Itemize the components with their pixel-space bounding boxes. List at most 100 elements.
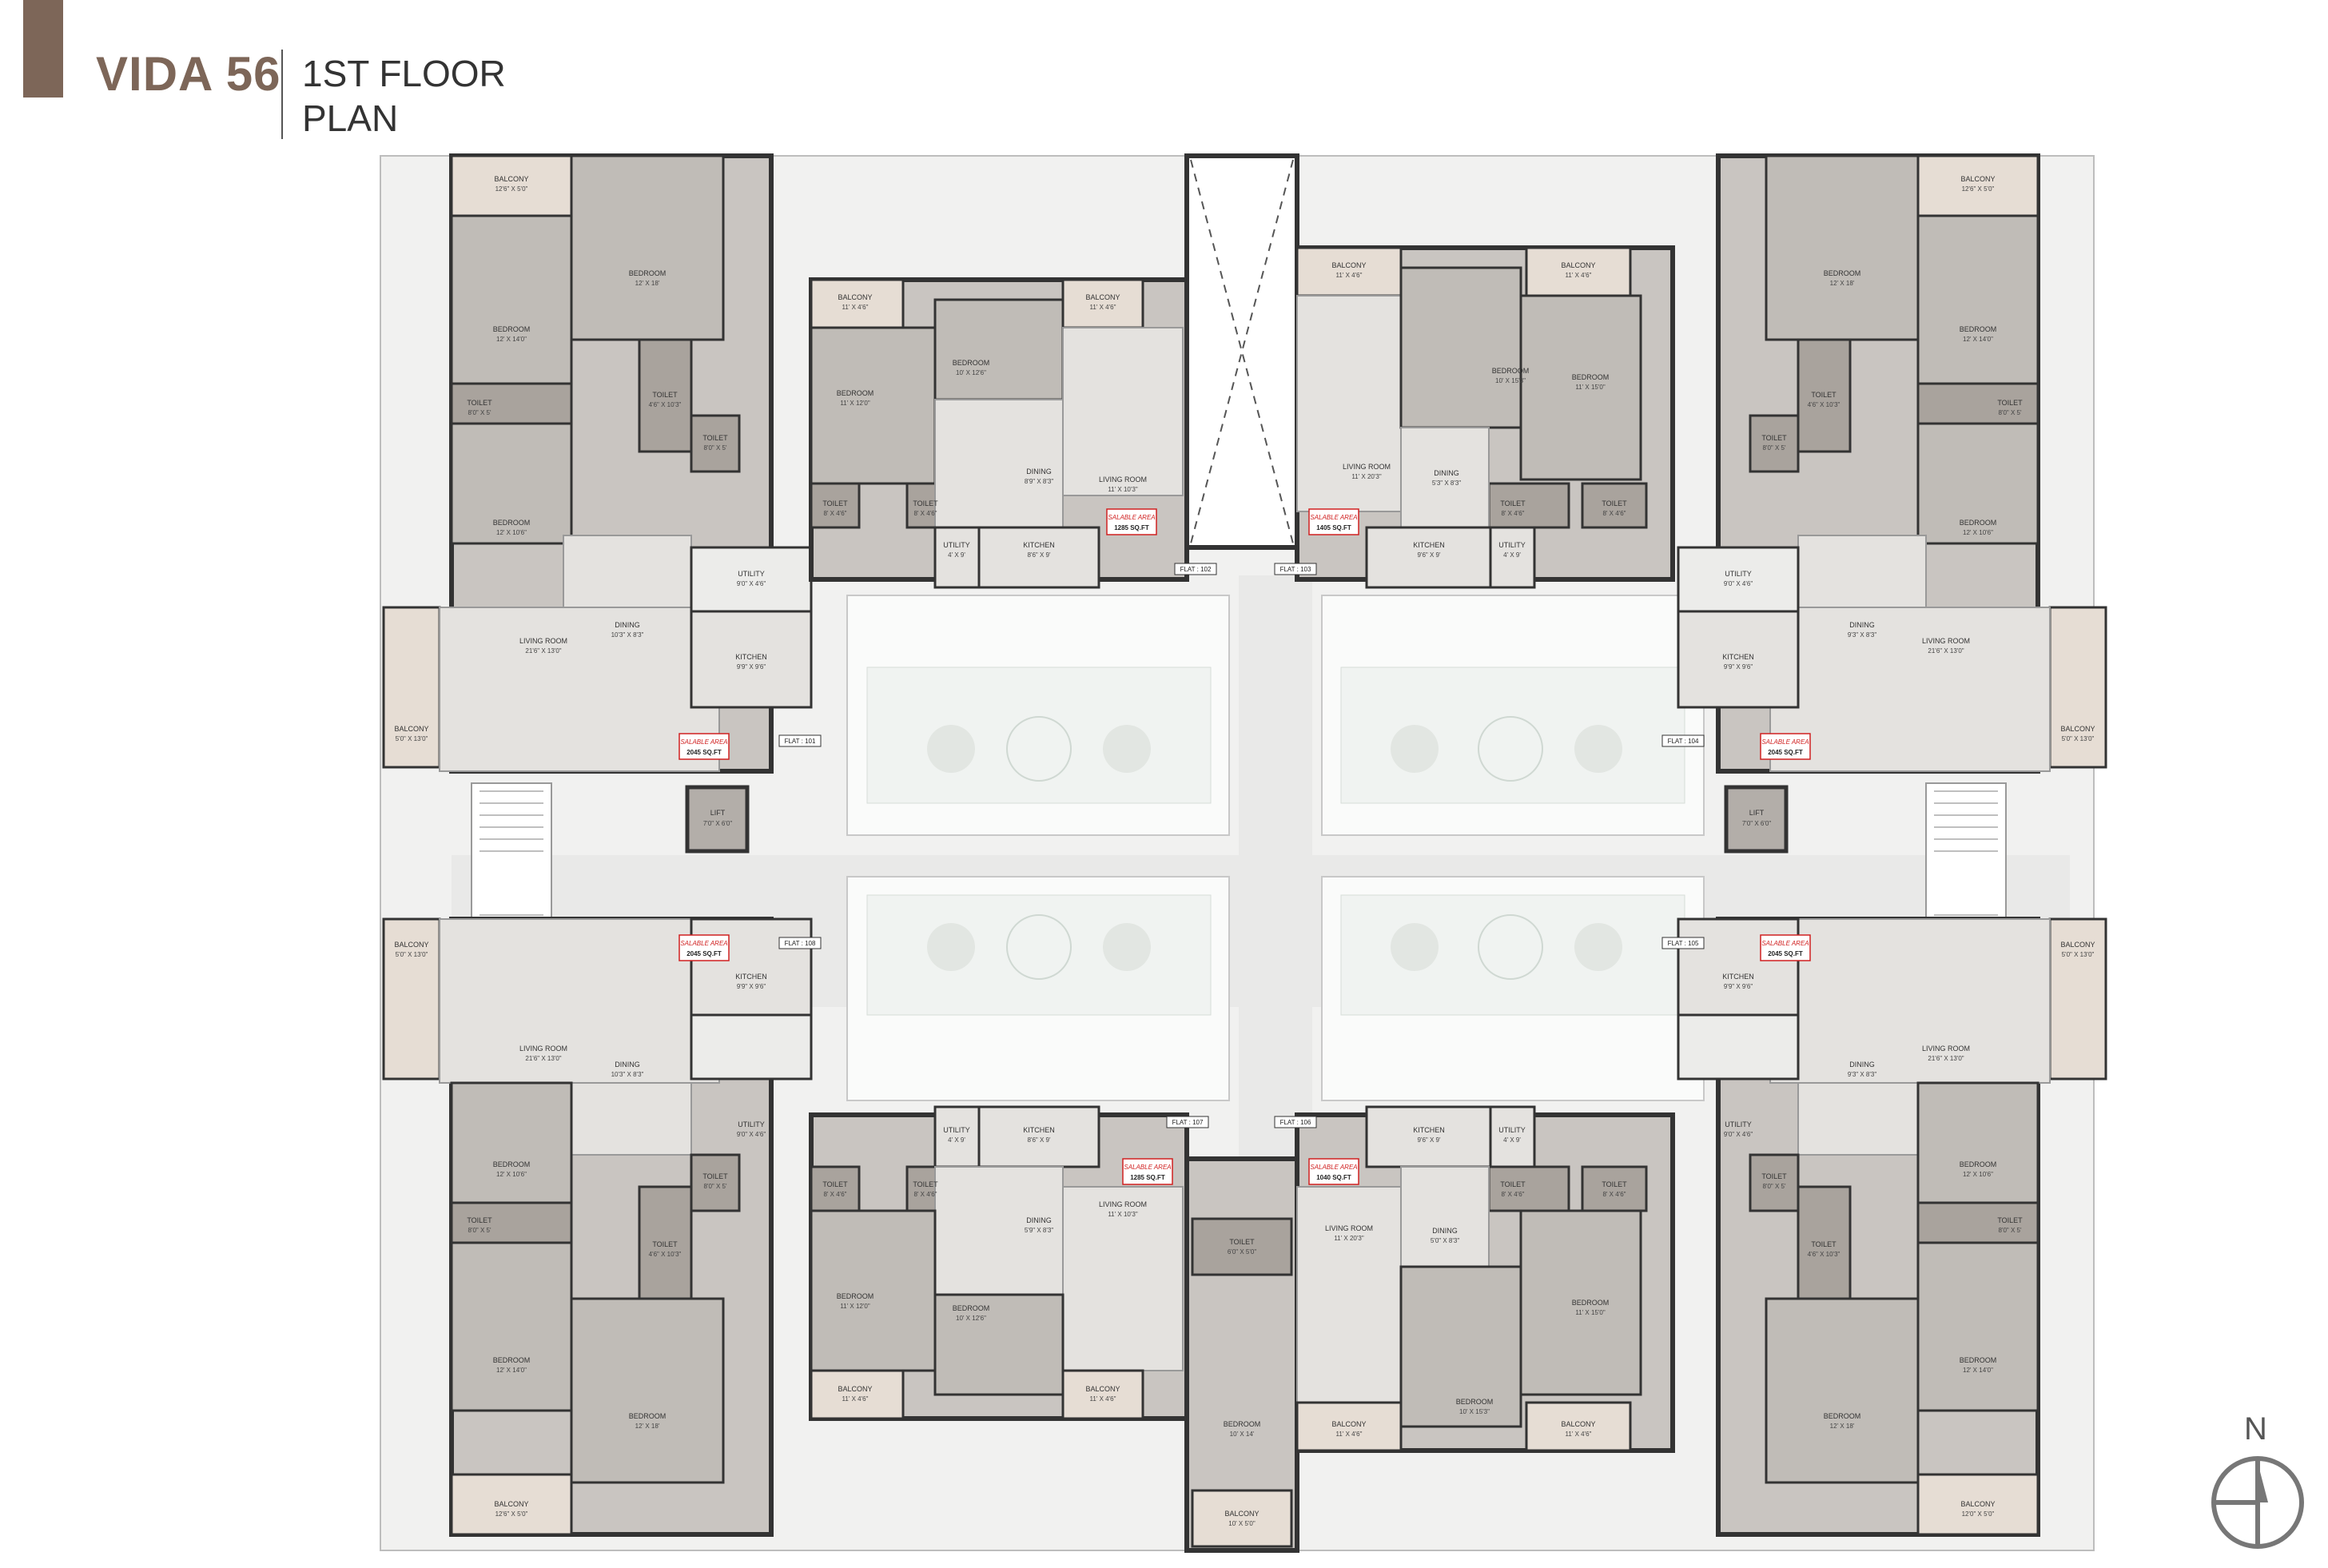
f108-room5-name: UTILITY	[738, 1120, 765, 1128]
f101-room4-size: 8'0" X 5'	[468, 409, 491, 416]
f107-tag-box	[1166, 1116, 1209, 1128]
f108-area-label: SALABLE AREA	[680, 940, 727, 947]
f108-room10-size: 12' X 14'0"	[496, 1367, 527, 1374]
f105-room5-size: 9'0" X 4'6"	[1724, 1131, 1753, 1138]
f106-tag: FLAT : 106	[1280, 1119, 1311, 1126]
f105-room9-size: 8'0" X 5'	[1998, 1227, 2021, 1234]
f101-room1-name: BALCONY	[494, 175, 528, 183]
f102-room6-size: 11' X 10'3"	[1108, 486, 1137, 493]
f104-room10-name: LIVING ROOM	[1922, 637, 1970, 645]
flat-104: BALCONY 12'6" X 5'0" BEDROOM 12' X 18' B…	[1661, 153, 2107, 774]
f108-room9-name: TOILET	[467, 1216, 492, 1224]
courtyard-sw	[846, 876, 1230, 1101]
f102-room5-size: 8'9" X 8'3"	[1025, 478, 1053, 485]
f101-room12-size: 5'0" X 13'0"	[396, 735, 428, 742]
f105-room3-name: KITCHEN	[1722, 973, 1754, 981]
f103-room9-name: KITCHEN	[1413, 541, 1445, 549]
f105-room7-size: 8'0" X 5'	[1762, 1183, 1785, 1190]
center-bedroom-size: 10' X 14'	[1230, 1431, 1255, 1438]
f102-room6-name: LIVING ROOM	[1099, 476, 1147, 484]
f103-room1-name: BALCONY	[1331, 261, 1366, 269]
f103-area-label: SALABLE AREA	[1310, 514, 1357, 521]
f101-room2-size: 12' X 18'	[635, 280, 660, 287]
lift-east: LIFT 7'0" X 6'0"	[1724, 785, 1789, 854]
f107-room7-name: BEDROOM	[837, 1292, 874, 1300]
f107-room4-name: TOILET	[913, 1180, 938, 1188]
f101-room10-name: LIVING ROOM	[519, 637, 567, 645]
f107-room10-name: BALCONY	[1085, 1385, 1120, 1393]
f103-area-value: 1405 SQ.FT	[1316, 524, 1351, 531]
courtyard-nw	[846, 595, 1230, 836]
north-arrow-icon	[2211, 1456, 2304, 1549]
f101-room11-name: KITCHEN	[735, 653, 767, 661]
f105-tag: FLAT : 105	[1668, 940, 1699, 947]
f108-room5-size: 9'0" X 4'6"	[737, 1131, 766, 1138]
f103-room10-size: 4' X 9'	[1503, 551, 1521, 559]
center-balcony-size: 10' X 5'0"	[1228, 1520, 1256, 1527]
f104-room8-name: UTILITY	[1725, 570, 1752, 578]
f108-area-value: 2045 SQ.FT	[686, 950, 722, 957]
f105-room8-name: TOILET	[1811, 1240, 1837, 1248]
f106-room7-name: BEDROOM	[1572, 1299, 1610, 1307]
flat-101: BALCONY 12'6" X 5'0" BEDROOM 12' X 18' B…	[382, 153, 822, 774]
central-bottom-unit: TOILET 6'0" X 5'0" BEDROOM 10' X 14' BAL…	[1184, 1156, 1299, 1553]
f105-room12-size: 12'0" X 5'0"	[1962, 1510, 1995, 1518]
f108-room11-size: 12' X 18'	[635, 1423, 660, 1430]
f101-room7-size: 12' X 10'6"	[496, 529, 527, 536]
f107-room4-size: 8' X 4'6"	[913, 1191, 937, 1198]
f105-room2-size: 21'6" X 13'0"	[1928, 1055, 1964, 1062]
f102-room9-name: UTILITY	[943, 541, 970, 549]
f105-room10-size: 12' X 14'0"	[1963, 1367, 1993, 1374]
f107-room8-name: BEDROOM	[953, 1304, 990, 1312]
f105-room9-name: TOILET	[1997, 1216, 2023, 1224]
f101-tag: FLAT : 101	[785, 738, 816, 745]
f107-room5-size: 5'9" X 8'3"	[1025, 1227, 1053, 1234]
f105-room1-size: 5'0" X 13'0"	[2062, 951, 2095, 958]
f101-room6-name: TOILET	[702, 434, 728, 442]
f101-tag-box	[778, 734, 822, 747]
f102-room10-size: 8'6" X 9'	[1027, 551, 1050, 559]
f107-area-value: 1285 SQ.FT	[1130, 1174, 1165, 1181]
floor-plan: LIFT 7'0" X 6'0" LIFT 7'0" X 6'0" TOILET…	[380, 153, 2107, 1553]
f105-room3-size: 9'9" X 9'6"	[1724, 983, 1753, 990]
f102-area-box	[1106, 508, 1157, 535]
f107-room6-name: LIVING ROOM	[1099, 1200, 1147, 1208]
f107-room7-size: 11' X 12'0"	[840, 1303, 870, 1310]
f104-room5-name: TOILET	[1997, 399, 2023, 407]
f106-room5-name: LIVING ROOM	[1325, 1224, 1373, 1232]
f104-room4-name: TOILET	[1811, 391, 1837, 399]
center-toilet-size: 6'0" X 5'0"	[1228, 1248, 1256, 1256]
f101-room7-name: BEDROOM	[493, 519, 531, 527]
f105-room5-name: UTILITY	[1725, 1120, 1752, 1128]
f108-room12-name: BALCONY	[494, 1500, 528, 1508]
f105-room4-name: DINING	[1849, 1061, 1875, 1069]
courtyard-se	[1321, 876, 1705, 1101]
f108-room12-size: 12'6" X 5'0"	[495, 1510, 528, 1518]
center-toilet-name: TOILET	[1229, 1238, 1255, 1246]
f108-room10-name: BEDROOM	[493, 1356, 531, 1364]
f103-room6-name: DINING	[1434, 469, 1459, 477]
f108-room1-size: 5'0" X 13'0"	[396, 951, 428, 958]
f103-tag: FLAT : 103	[1280, 566, 1311, 573]
flat-106: KITCHEN 9'6" X 9' UTILITY 4' X 9' TOILET…	[1274, 1105, 1675, 1453]
f102-room7-size: 8' X 4'6"	[823, 510, 846, 517]
f104-room1-size: 12'6" X 5'0"	[1962, 185, 1995, 193]
f102-room1-size: 11' X 4'6"	[842, 304, 869, 311]
f106-room2-size: 4' X 9'	[1503, 1136, 1521, 1144]
f106-area-label: SALABLE AREA	[1310, 1164, 1357, 1171]
f106-room10-size: 11' X 4'6"	[1566, 1431, 1592, 1438]
f105-room11-size: 12' X 18'	[1830, 1423, 1855, 1430]
f101-room5-size: 4'6" X 10'3"	[649, 401, 682, 408]
f103-room9-size: 9'6" X 9'	[1417, 551, 1440, 559]
f105-room10-name: BEDROOM	[1960, 1356, 1997, 1364]
f106-room8-size: 10' X 15'3"	[1459, 1408, 1490, 1415]
flat-108: BALCONY 5'0" X 13'0" LIVING ROOM 21'6" X…	[382, 917, 822, 1537]
f101-area-value: 2045 SQ.FT	[686, 749, 722, 756]
f106-room7-size: 11' X 15'0"	[1575, 1309, 1605, 1316]
f104-room7-size: 12' X 10'6"	[1963, 529, 1993, 536]
f106-room2-name: UTILITY	[1498, 1126, 1526, 1134]
central-shaft	[1184, 153, 1299, 550]
f104-room9-size: 9'3" X 8'3"	[1848, 631, 1876, 639]
f102-room4-size: 11' X 12'0"	[840, 400, 870, 407]
f101-room12-name: BALCONY	[394, 725, 428, 733]
